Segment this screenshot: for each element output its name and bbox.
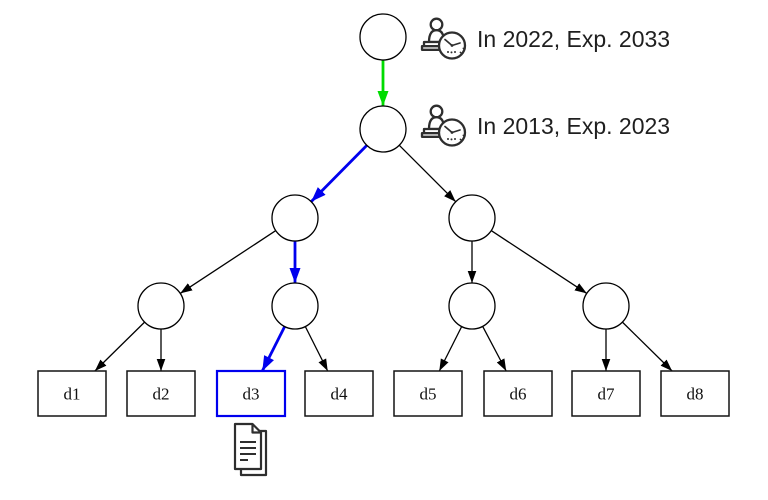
clock-center (450, 131, 454, 134)
leaf-box-d1 (37, 370, 107, 417)
leaf-label-d8: d8 (687, 385, 704, 404)
documents-icon (230, 422, 272, 478)
document-front-page (233, 422, 263, 471)
tree-node-LL (137, 282, 185, 330)
leaf-box-d3 (215, 369, 287, 418)
leaf-box-d8 (660, 370, 730, 417)
clock-center (450, 44, 454, 47)
leaf-label-d7: d7 (598, 385, 616, 404)
leaf-label-d2: d2 (153, 385, 170, 404)
tree-edge-n2-L (310, 144, 368, 203)
document-fold-corner (251, 424, 261, 434)
tree-edge-R-RR (490, 230, 588, 294)
tree-edge-n2-R (398, 144, 457, 203)
tree-edge-LR-d4 (304, 326, 329, 372)
annotation-root-validity: In 2022, Exp. 2033 (420, 17, 670, 61)
leaf-label-d1: d1 (64, 385, 81, 404)
document-text-lines (240, 441, 256, 461)
tree-edge-L-LL (179, 230, 277, 294)
leaf-label-d5: d5 (420, 385, 437, 404)
leaf-label-d4: d4 (331, 385, 349, 404)
tree-edge-LL-d1 (94, 321, 146, 372)
stamp-knob (429, 104, 444, 119)
tree-node-RL (448, 282, 496, 330)
stamp-clock-icon (420, 17, 467, 60)
stamp-knob (429, 17, 444, 32)
tree-edge-LR-d3 (261, 325, 286, 372)
leaf-box-d7 (571, 370, 641, 417)
clock-dots (447, 51, 456, 54)
leaf-box-d6 (483, 370, 553, 417)
tree-edge-RL-d6 (482, 326, 507, 372)
leaf-label-d6: d6 (510, 385, 527, 404)
tree-node-root (359, 13, 407, 61)
tree-node-LR (271, 282, 319, 330)
clock-dots (447, 138, 456, 141)
clock-hand-hour (444, 38, 453, 47)
node-validity-text: In 2013, Exp. 2023 (477, 113, 671, 139)
leaf-box-d5 (393, 370, 463, 417)
tree-node-R (448, 194, 496, 242)
leaf-box-d2 (126, 370, 196, 417)
root-validity-text: In 2022, Exp. 2033 (477, 26, 671, 52)
leaf-box-d4 (304, 370, 374, 417)
clock-ticks (459, 47, 466, 55)
clock-hand-hour (444, 125, 453, 134)
tree-node-L (271, 194, 319, 242)
clock-ticks (459, 134, 466, 142)
tree-node-RR (582, 282, 630, 330)
tree-edge-RL-d5 (438, 326, 463, 372)
stamp-clock-icon (420, 104, 467, 147)
tree-node-n2 (359, 105, 407, 153)
leaf-label-d3: d3 (243, 385, 260, 404)
tree-edge-RR-d8 (621, 321, 673, 372)
annotation-node-validity: In 2013, Exp. 2023 (420, 104, 670, 148)
